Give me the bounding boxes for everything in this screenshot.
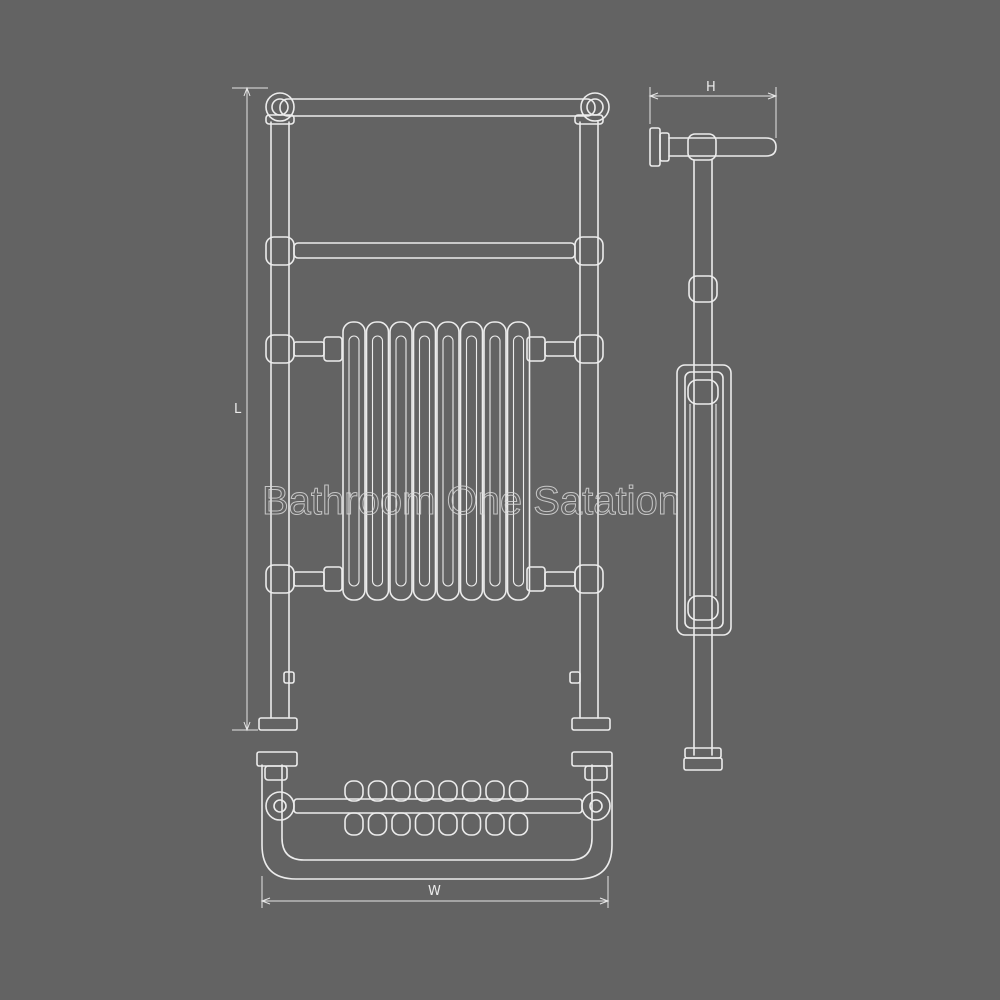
radiator-section-top: [461, 780, 482, 802]
width-label: W: [428, 884, 441, 899]
radiator-column: [365, 321, 390, 601]
radiator-column: [483, 321, 507, 601]
radiator-section-top: [367, 780, 388, 802]
left-post: [258, 114, 298, 731]
radiator-column-inner: [465, 335, 478, 587]
right-post: [569, 114, 611, 731]
radiator-section-top: [485, 780, 505, 802]
side-view: [649, 127, 777, 771]
radiator-section-bottom: [367, 812, 388, 836]
radiator-column: [342, 321, 366, 601]
radiator-connectors: [293, 336, 576, 592]
radiator-plan-sections: [344, 780, 529, 836]
radiator-column: [459, 321, 484, 601]
radiator-column-inner: [489, 335, 501, 587]
radiator-section-bottom: [344, 812, 364, 836]
radiator-column-inner: [442, 335, 454, 587]
length-label: L: [234, 402, 242, 417]
top-rail: [265, 92, 610, 122]
radiator-section-top: [391, 780, 411, 802]
radiator-column-inner: [395, 335, 407, 587]
radiator-column: [389, 321, 413, 601]
height-label: H: [706, 80, 716, 95]
radiator-section-bottom: [414, 812, 435, 836]
radiator-section-top: [344, 780, 364, 802]
column-radiator: [342, 321, 531, 601]
radiator-section-bottom: [485, 812, 505, 836]
radiator-section-top: [438, 780, 458, 802]
radiator-section-top: [414, 780, 435, 802]
radiator-column-inner: [348, 335, 360, 587]
dimension-height: H: [648, 80, 778, 138]
radiator-section-bottom: [391, 812, 411, 836]
radiator-section-bottom: [438, 812, 458, 836]
radiator-column-inner: [512, 335, 525, 587]
dimension-length: L: [232, 86, 268, 732]
radiator-column-inner: [371, 335, 384, 587]
middle-rail: [293, 242, 576, 259]
radiator-column: [412, 321, 437, 601]
radiator-column-inner: [418, 335, 431, 587]
radiator-column: [506, 321, 531, 601]
radiator-section-top: [508, 780, 529, 802]
front-view: [258, 92, 611, 731]
watermark-text: Bathroom One Satation: [262, 479, 680, 523]
dimension-width: W: [260, 876, 610, 908]
plan-view: [256, 751, 613, 880]
radiator-column: [436, 321, 460, 601]
radiator-section-bottom: [461, 812, 482, 836]
radiator-section-bottom: [508, 812, 529, 836]
